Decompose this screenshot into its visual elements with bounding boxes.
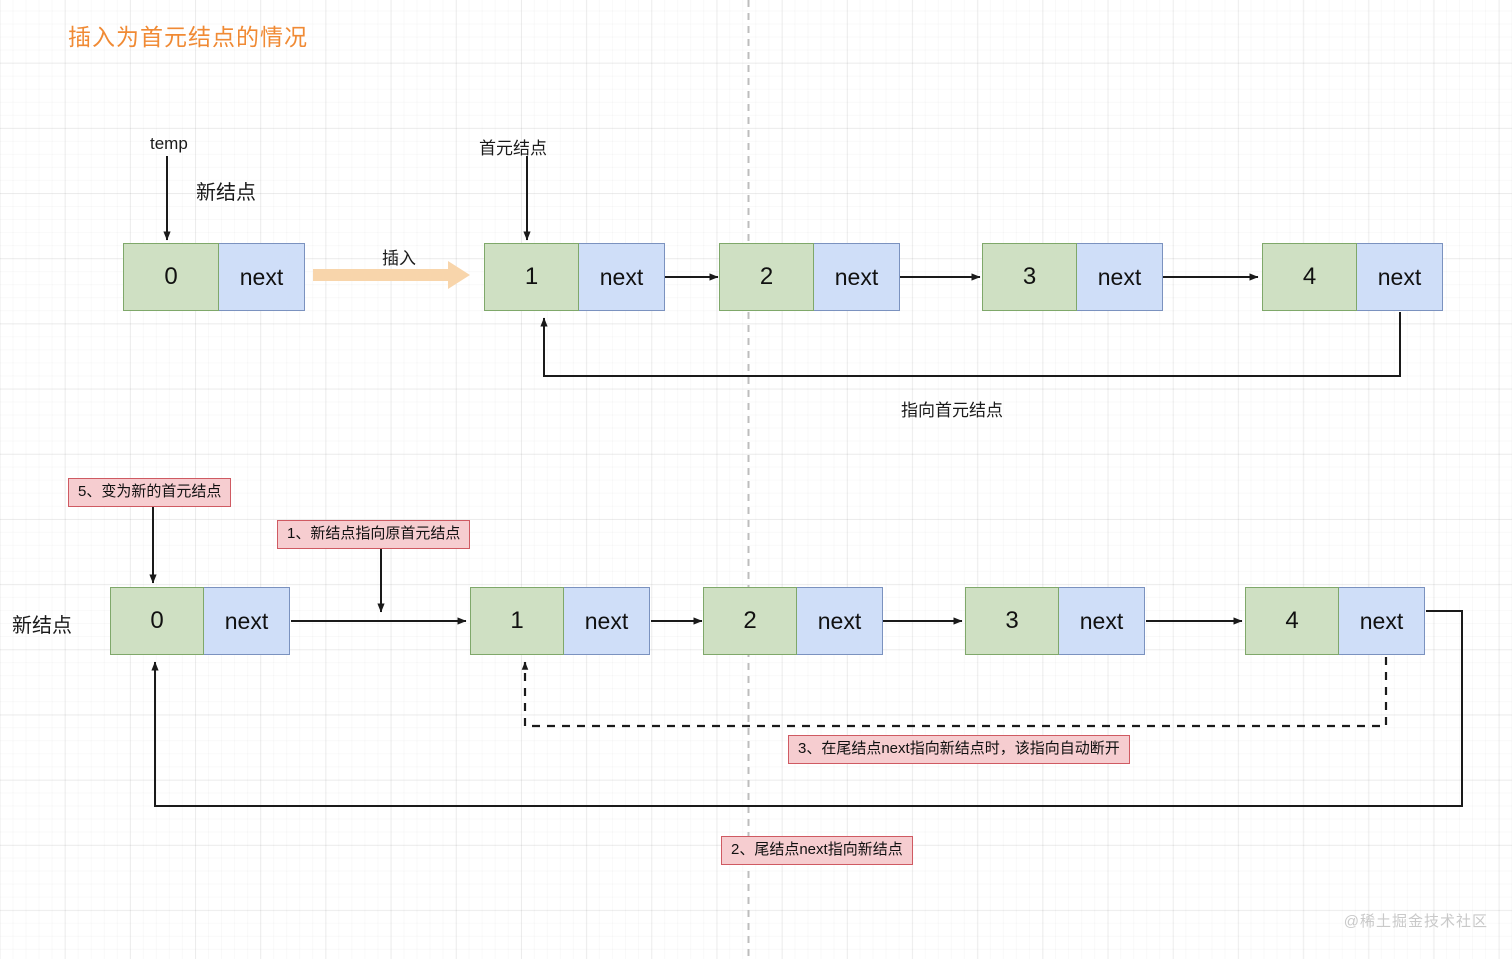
annotation-step3: 3、在尾结点next指向新结点时，该指向自动断开 [788, 735, 1130, 764]
node-value: 1 [484, 243, 579, 311]
node-next: next [814, 243, 900, 311]
node-value: 1 [470, 587, 564, 655]
row2-node-4[interactable]: 4 next [1245, 587, 1425, 655]
row1-node-2[interactable]: 2 next [719, 243, 900, 311]
node-next: next [797, 587, 883, 655]
row1-new-node-label: 新结点 [196, 182, 256, 204]
node-value: 0 [110, 587, 204, 655]
annotation-step5: 5、变为新的首元结点 [68, 478, 232, 507]
first-node-label: 首元结点 [479, 139, 547, 158]
annotation-step2: 2、尾结点next指向新结点 [721, 836, 913, 865]
row2-node-3[interactable]: 3 next [965, 587, 1145, 655]
node-next: next [579, 243, 665, 311]
row2-broken-pointer [521, 657, 1388, 728]
row2-new-node-label: 新结点 [12, 615, 72, 637]
node-value: 4 [1262, 243, 1357, 311]
node-next: next [204, 587, 290, 655]
node-value: 3 [965, 587, 1059, 655]
node-value: 4 [1245, 587, 1339, 655]
node-next: next [1357, 243, 1443, 311]
row1-node-1[interactable]: 1 next [484, 243, 665, 311]
temp-label: temp [150, 134, 188, 153]
row2-node-2[interactable]: 2 next [703, 587, 883, 655]
row1-node-new[interactable]: 0 next [123, 243, 305, 311]
node-next: next [1339, 587, 1425, 655]
watermark: @稀土掘金技术社区 [1343, 913, 1488, 930]
node-next: next [564, 587, 650, 655]
node-next: next [1077, 243, 1163, 311]
row2-node-1[interactable]: 1 next [470, 587, 650, 655]
row1-node-3[interactable]: 3 next [982, 243, 1163, 311]
page-title: 插入为首元结点的情况 [68, 24, 308, 50]
node-value: 2 [703, 587, 797, 655]
annotation-step1: 1、新结点指向原首元结点 [277, 520, 471, 549]
row2-node-0[interactable]: 0 next [110, 587, 290, 655]
node-value: 0 [123, 243, 219, 311]
node-value: 3 [982, 243, 1077, 311]
node-next: next [219, 243, 305, 311]
row1-loop-label: 指向首元结点 [901, 401, 1003, 420]
node-next: next [1059, 587, 1145, 655]
insert-label: 插入 [382, 249, 416, 268]
row1-node-4[interactable]: 4 next [1262, 243, 1443, 311]
node-value: 2 [719, 243, 814, 311]
row1-circular-pointer [540, 312, 1401, 377]
